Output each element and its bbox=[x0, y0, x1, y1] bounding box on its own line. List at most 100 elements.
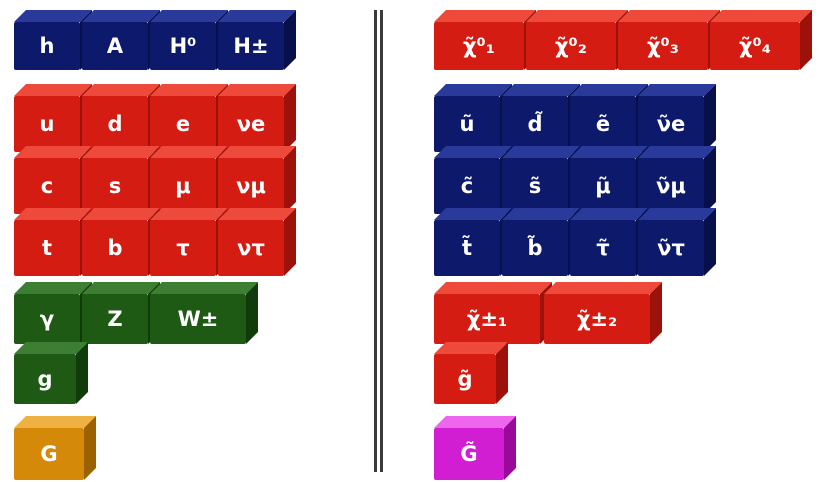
particle-symbol: τ̃ bbox=[570, 220, 636, 276]
block-top-face bbox=[618, 10, 720, 22]
block-top-face bbox=[14, 208, 92, 220]
chargino-block: χ̃±₂ bbox=[544, 282, 662, 344]
block-top-face bbox=[544, 282, 662, 294]
sfermion-block: d̃ bbox=[502, 84, 580, 152]
block-top-face bbox=[14, 146, 92, 158]
block-top-face bbox=[434, 10, 536, 22]
block-top-face bbox=[502, 146, 580, 158]
panel-divider-line bbox=[380, 10, 383, 472]
block-top-face bbox=[434, 282, 552, 294]
block-top-face bbox=[14, 342, 88, 354]
neutralino-block: χ̃⁰₂ bbox=[526, 10, 628, 70]
particle-symbol: ντ bbox=[218, 220, 284, 276]
block-top-face bbox=[150, 84, 228, 96]
particle-symbol: τ bbox=[150, 220, 216, 276]
fermion-block: μ bbox=[150, 146, 228, 214]
sfermion-block: s̃ bbox=[502, 146, 580, 214]
sfermion-block: ũ bbox=[434, 84, 512, 152]
particle-symbol: χ̃⁰₂ bbox=[526, 22, 616, 70]
particle-symbol: h bbox=[14, 22, 80, 70]
block-top-face bbox=[82, 10, 160, 22]
particle-symbol: t bbox=[14, 220, 80, 276]
block-top-face bbox=[638, 208, 716, 220]
fermion-block: e bbox=[150, 84, 228, 152]
particle-symbol: e bbox=[150, 96, 216, 152]
block-top-face bbox=[638, 146, 716, 158]
particle-symbol: b̃ bbox=[502, 220, 568, 276]
block-top-face bbox=[150, 208, 228, 220]
higgs-block: H± bbox=[218, 10, 296, 70]
particle-symbol: ẽ bbox=[570, 96, 636, 152]
particle-symbol: H± bbox=[218, 22, 284, 70]
block-top-face bbox=[434, 84, 512, 96]
neutralino-block: χ̃⁰₃ bbox=[618, 10, 720, 70]
block-top-face bbox=[14, 416, 96, 428]
block-top-face bbox=[150, 282, 258, 294]
fermion-block: νμ bbox=[218, 146, 296, 214]
particle-symbol: ũ bbox=[434, 96, 500, 152]
block-top-face bbox=[14, 84, 92, 96]
fermion-block: s bbox=[82, 146, 160, 214]
fermion-block: t bbox=[14, 208, 92, 276]
sfermion-block: t̃ bbox=[434, 208, 512, 276]
particle-symbol: νe bbox=[218, 96, 284, 152]
gluon-block: g bbox=[14, 342, 88, 404]
particle-symbol: d̃ bbox=[502, 96, 568, 152]
panel-divider-line bbox=[374, 10, 377, 472]
block-top-face bbox=[434, 208, 512, 220]
higgs-block: H⁰ bbox=[150, 10, 228, 70]
sfermion-block: ẽ bbox=[570, 84, 648, 152]
gluino-block: g̃ bbox=[434, 342, 508, 404]
sfermion-block: b̃ bbox=[502, 208, 580, 276]
block-top-face bbox=[218, 146, 296, 158]
block-top-face bbox=[14, 10, 92, 22]
particle-symbol: g̃ bbox=[434, 354, 496, 404]
particle-symbol: χ̃⁰₄ bbox=[710, 22, 800, 70]
particle-symbol: u bbox=[14, 96, 80, 152]
fermion-block: d bbox=[82, 84, 160, 152]
gauge-boson-block: γ bbox=[14, 282, 92, 344]
block-top-face bbox=[638, 84, 716, 96]
particle-symbol: μ bbox=[150, 158, 216, 214]
neutralino-block: χ̃⁰₄ bbox=[710, 10, 812, 70]
block-top-face bbox=[502, 84, 580, 96]
particle-symbol: G bbox=[14, 428, 84, 480]
particle-symbol: H⁰ bbox=[150, 22, 216, 70]
sfermion-block: ν̃e bbox=[638, 84, 716, 152]
fermion-block: c bbox=[14, 146, 92, 214]
block-top-face bbox=[434, 146, 512, 158]
particle-symbol: c̃ bbox=[434, 158, 500, 214]
fermion-block: b bbox=[82, 208, 160, 276]
block-top-face bbox=[526, 10, 628, 22]
sfermion-block: c̃ bbox=[434, 146, 512, 214]
particle-symbol: μ̃ bbox=[570, 158, 636, 214]
particle-symbol: ν̃τ bbox=[638, 220, 704, 276]
particle-symbol: s bbox=[82, 158, 148, 214]
block-top-face bbox=[82, 146, 160, 158]
particle-symbol: χ̃⁰₁ bbox=[434, 22, 524, 70]
particle-symbol: d bbox=[82, 96, 148, 152]
particle-symbol: χ̃±₁ bbox=[434, 294, 540, 344]
block-top-face bbox=[14, 282, 92, 294]
particle-symbol: c bbox=[14, 158, 80, 214]
particle-symbol: g bbox=[14, 354, 76, 404]
chargino-block: χ̃±₁ bbox=[434, 282, 552, 344]
sfermion-block: ν̃μ bbox=[638, 146, 716, 214]
block-top-face bbox=[150, 10, 228, 22]
particle-symbol: W± bbox=[150, 294, 246, 344]
higgs-block: h bbox=[14, 10, 92, 70]
particle-symbol: G̃ bbox=[434, 428, 504, 480]
block-top-face bbox=[150, 146, 228, 158]
particle-symbol: s̃ bbox=[502, 158, 568, 214]
block-top-face bbox=[502, 208, 580, 220]
particle-symbol: t̃ bbox=[434, 220, 500, 276]
particle-symbol: b bbox=[82, 220, 148, 276]
block-top-face bbox=[82, 84, 160, 96]
block-top-face bbox=[218, 84, 296, 96]
sfermion-block: τ̃ bbox=[570, 208, 648, 276]
gauge-boson-block: Z bbox=[82, 282, 160, 344]
block-top-face bbox=[82, 282, 160, 294]
block-top-face bbox=[218, 10, 296, 22]
